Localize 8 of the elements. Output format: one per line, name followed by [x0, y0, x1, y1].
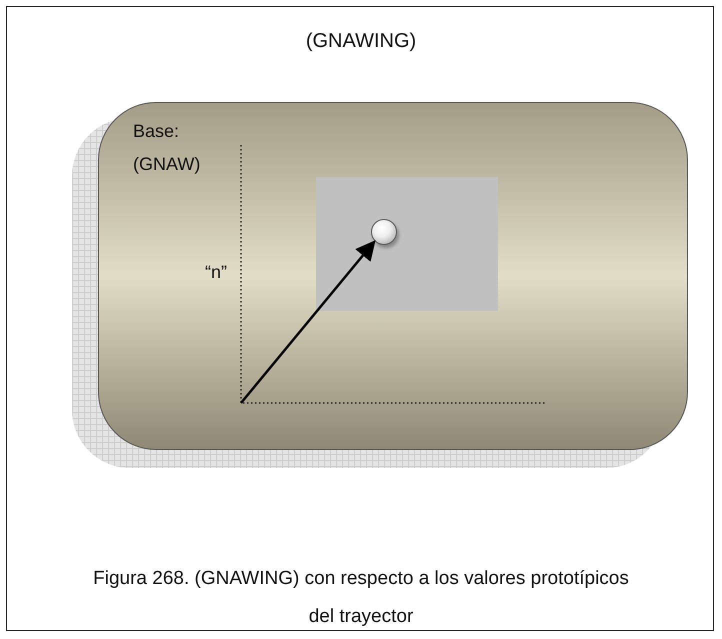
- rounded-panel: [98, 102, 688, 450]
- axis-label: “n”: [205, 262, 227, 283]
- sphere: [371, 219, 397, 245]
- arrow: [240, 240, 376, 404]
- panel-heading: Base: (GNAW): [133, 120, 202, 176]
- title: (GNAWING): [304, 30, 418, 53]
- caption: Figura 268. (GNAWING) con respecto a los valores prototípicos del trayector: [92, 567, 630, 629]
- square-area: [316, 177, 498, 311]
